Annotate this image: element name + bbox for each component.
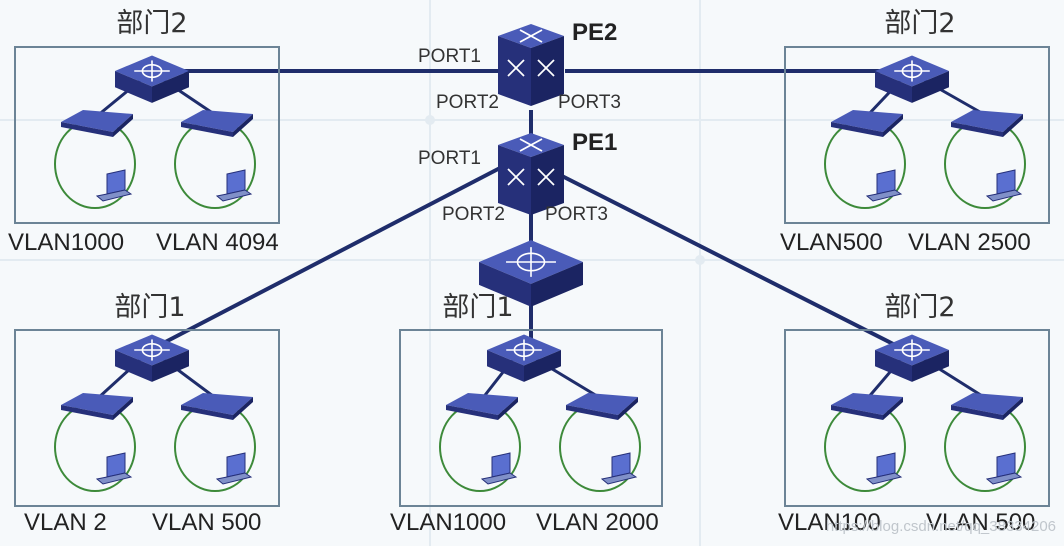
vlan-label-bottom-left-a: VLAN 2 [24,509,107,536]
department-box-top-right [784,46,1050,224]
link-pe1-dept-bottom-left [149,166,501,352]
dept-label-top-left: 部门2 [116,8,187,39]
laptop-icon-bottom-mid-a [480,452,518,485]
vlan-label-top-right-b: VLAN 2500 [908,229,1031,256]
laptop-icon-bottom-left-b [215,452,253,485]
department-box-bottom-mid [399,329,663,507]
access-switch-bottom-left-a [61,393,133,420]
department-switch-top-left [115,55,189,103]
pe1-port1-label: PORT1 [418,148,481,169]
link-pe1-dept-bottom-right [559,173,906,352]
laptop-icon-bottom-mid-b [600,452,638,485]
access-switch-top-right-b [951,110,1023,137]
laptop-icon-top-left-a [95,169,133,202]
watermark: https://blog.csdn.net/qq_38334206 [826,518,1056,535]
vlan-label-bottom-mid-b: VLAN 2000 [536,509,659,536]
laptop-icon-bottom-left-a [95,452,133,485]
vlan-label-top-left-b: VLAN 4094 [156,229,279,256]
laptop-icon-top-right-a [865,169,903,202]
access-switch-bottom-mid-a [446,393,518,420]
dept-label-bottom-mid: 部门1 [442,292,513,323]
pe2-port1-label: PORT1 [418,46,481,67]
switch-arrows-icon [506,339,542,361]
department-box-bottom-left [14,329,280,507]
access-switch-bottom-left-b [181,393,253,420]
access-switch-bottom-right-b [951,393,1023,420]
department-switch-bottom-left [115,334,189,382]
pe2-port3-label: PORT3 [558,92,621,113]
dept-label-bottom-right: 部门2 [884,292,955,323]
vlan-label-bottom-mid-a: VLAN1000 [390,509,506,536]
laptop-icon-top-right-b [985,169,1023,202]
aggregation-switch [479,240,583,307]
department-switch-top-right [875,55,949,103]
router-arrows-icon [507,29,555,77]
laptop-icon-top-left-b [215,169,253,202]
pe1-label: PE1 [572,129,617,156]
department-box-bottom-right [784,329,1050,507]
dept-label-top-right: 部门2 [884,8,955,39]
switch-arrows-icon [894,60,930,82]
switch-arrows-icon [134,339,170,361]
pe2-switch [498,24,564,106]
switch-arrows-icon [506,247,556,277]
laptop-icon-bottom-right-b [985,452,1023,485]
access-switch-top-left-b [181,110,253,137]
vlan-label-top-left-a: VLAN1000 [8,229,124,256]
access-switch-bottom-mid-b [566,393,638,420]
pe2-label: PE2 [572,19,617,46]
access-switch-top-left-a [61,110,133,137]
laptop-icon-bottom-right-a [865,452,903,485]
vlan-label-top-right-a: VLAN500 [780,229,883,256]
vlan-label-bottom-right-b: VLAN 500 [926,509,1035,536]
department-switch-bottom-mid [487,334,561,382]
router-arrows-icon [507,138,555,186]
vlan-label-bottom-right-a: VLAN100 [778,509,881,536]
department-switch-bottom-right [875,334,949,382]
pe1-switch [498,133,564,215]
aggregation-switch-body [479,240,583,307]
pe1-port3-label: PORT3 [545,204,608,225]
dept-label-bottom-left: 部门1 [114,292,185,323]
access-switch-bottom-right-a [831,393,903,420]
vlan-label-bottom-left-b: VLAN 500 [152,509,261,536]
connection-lines [149,69,906,352]
pe1-port2-label: PORT2 [442,204,505,225]
department-box-top-left [14,46,280,224]
access-switch-top-right-a [831,110,903,137]
pe2-port2-label: PORT2 [436,92,499,113]
switch-arrows-icon [134,60,170,82]
switch-arrows-icon [894,339,930,361]
